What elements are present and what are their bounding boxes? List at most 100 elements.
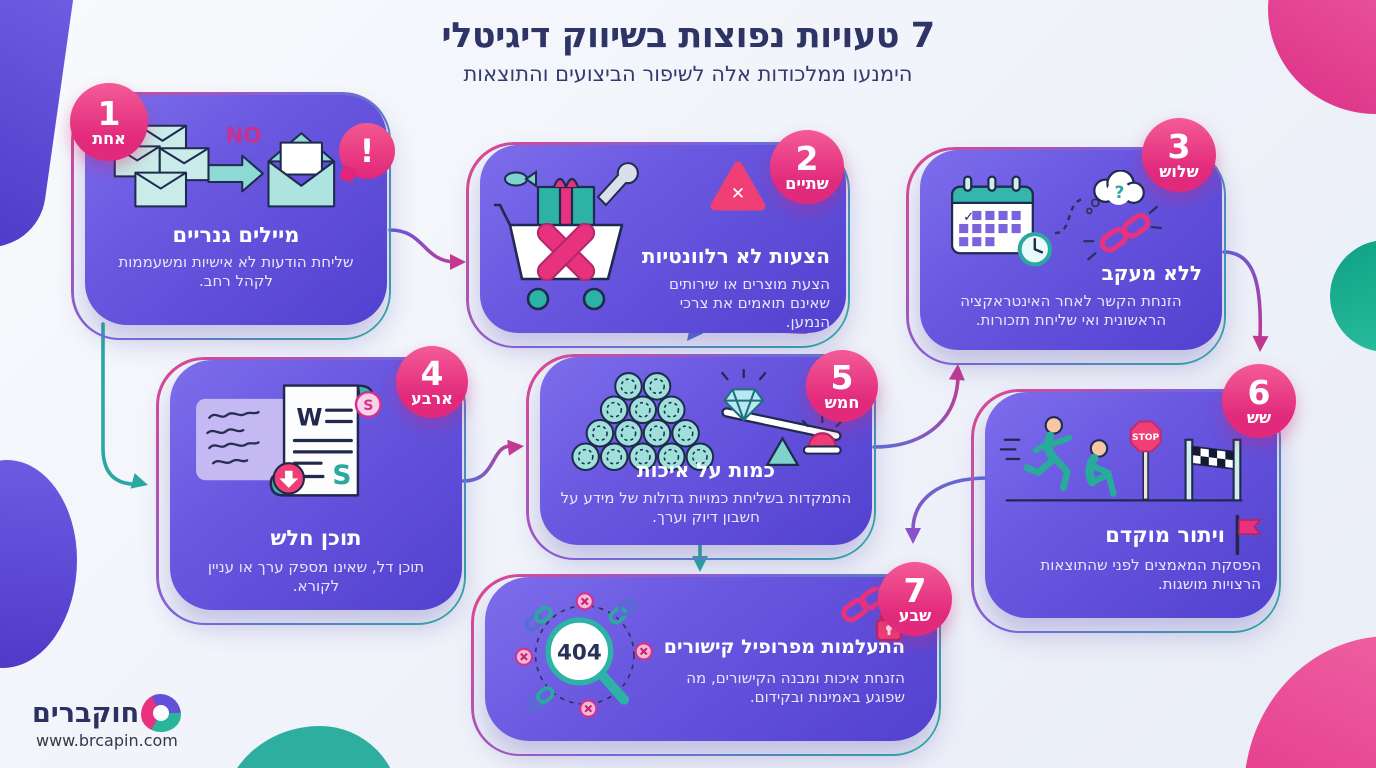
card-desc: הצעת מוצרים או שירותים שאינם תואמים את צ… xyxy=(668,275,830,331)
brand-logo: חוקברים xyxy=(32,694,182,732)
card-title: מיילים גנריים xyxy=(172,223,300,247)
card-title: כמות על איכות xyxy=(637,458,775,482)
cross-x-icon xyxy=(536,222,596,282)
card-generic-emails: NO ! מיילים גנריים שליחת הודעות לא אישיו… xyxy=(71,92,395,340)
svg-text:S: S xyxy=(363,398,373,414)
card-desc: שליחת הודעות לא אישיות ומשעממות לקהל רחב… xyxy=(118,253,354,290)
page-title: 7 טעויות נפוצות בשיווק דיגיטלי xyxy=(441,16,935,56)
link-audit-illustration: 404 xyxy=(515,592,653,718)
connector-1-4 xyxy=(101,322,134,486)
coins-scale-illustration xyxy=(571,369,843,471)
diamond-icon xyxy=(723,388,765,422)
card-outline xyxy=(971,389,1281,633)
siren-icon xyxy=(801,413,843,455)
download-circle-icon xyxy=(272,462,305,495)
coin-pyramid-icon xyxy=(571,372,715,471)
exclaim-glyph: ! xyxy=(359,132,375,170)
badge-5: 5 חמש xyxy=(806,350,878,422)
stop-sign-icon: STOP xyxy=(1129,420,1162,501)
decor-blob-bottom-left xyxy=(0,460,77,668)
badge-1: 1 אחת xyxy=(70,83,148,161)
connector-1-2 xyxy=(388,228,458,264)
thought-cloud-icon xyxy=(1093,170,1145,205)
brand-url[interactable]: www.brcapin.com xyxy=(36,731,178,750)
card-quantity-over-quality: כמות על איכות התמקדות בשליחת כמויות גדול… xyxy=(526,354,876,560)
card-link-profile: 404 התעלמות מפרופיל קישורים הזנחת איכות … xyxy=(471,574,941,756)
badge-number: 3 xyxy=(1167,127,1191,166)
connector-5-3 xyxy=(872,376,960,449)
fish-icon xyxy=(504,170,537,188)
connector-4-5 xyxy=(461,444,512,483)
badge-number: 6 xyxy=(1247,373,1271,412)
card-desc: התמקדות בשליחת כמויות גדולות של מידע על … xyxy=(560,489,852,526)
seesaw-icon xyxy=(721,407,842,467)
badge-number: 5 xyxy=(830,358,854,397)
exclamation-bubble-icon: ! xyxy=(339,123,395,179)
x-node-icon xyxy=(515,592,653,718)
letter-w: W xyxy=(296,403,322,431)
stop-label: STOP xyxy=(1132,433,1160,443)
no-label: NO xyxy=(225,124,261,149)
cross-glyph: ✕ xyxy=(731,184,745,204)
check-glyph: ✓ xyxy=(963,210,974,225)
calendar-grid xyxy=(959,210,1021,247)
envelope-stack-icon xyxy=(113,124,210,208)
decor-blob-bottom-right xyxy=(1244,636,1376,768)
badge-number: 1 xyxy=(97,94,121,133)
warning-triangle-icon: ✕ xyxy=(710,161,766,211)
badge-7: 7 שבע xyxy=(878,562,952,636)
card-desc: תוכן דל, שאינו מספק ערך או עניין לקורא. xyxy=(207,558,425,595)
calendar-illustration: ✓ ? xyxy=(950,170,1162,267)
decor-circle-right xyxy=(1330,240,1376,352)
badge-word: שש xyxy=(1246,408,1272,427)
badge-word: אחת xyxy=(92,129,126,148)
badge-4: 4 ארבע xyxy=(396,346,468,418)
brand-name: חוקברים xyxy=(32,697,140,729)
card-title: ללא מעקב xyxy=(1101,261,1202,285)
card-desc: הזנחת איכות ומבנה הקישורים, מה שפוגע באמ… xyxy=(686,669,905,706)
document-illustration: W S S xyxy=(196,384,382,497)
card-irrelevant-offers: ✕ הצעות לא רלוונטיות הצעת מוצרים או שירו… xyxy=(466,142,850,348)
badge-number: 2 xyxy=(795,139,819,178)
card-title: התעלמות מפרופיל קישורים xyxy=(663,636,905,658)
card-title: ויתור מוקדם xyxy=(1105,522,1225,547)
speed-lines xyxy=(999,438,1021,461)
badge-number: 7 xyxy=(903,571,927,610)
badge-word: ארבע xyxy=(411,389,453,408)
badge-2: 2 שתיים xyxy=(770,130,844,204)
decor-blob-bottom xyxy=(222,726,400,768)
notes-pad-icon xyxy=(196,398,293,481)
card-early-giveup: STOP ויתור מוקדם הפסקת המאמצים לפני שהתו… xyxy=(971,389,1281,633)
spark-lines xyxy=(1083,205,1162,261)
badge-6: 6 שש xyxy=(1222,364,1296,438)
runner-icon xyxy=(1023,416,1073,492)
wrench-icon xyxy=(596,162,639,207)
badge-word: שלוש xyxy=(1159,162,1199,181)
clock-icon xyxy=(1017,232,1052,267)
connector-3-6 xyxy=(1222,250,1263,340)
badge-word: שבע xyxy=(898,606,932,625)
cart-illustration xyxy=(494,162,639,311)
open-envelope-icon xyxy=(267,132,336,208)
sitting-figure-icon xyxy=(1085,439,1117,497)
sparkle-lines xyxy=(721,369,767,381)
network-ring xyxy=(534,605,635,705)
chain-link-icon xyxy=(524,598,637,713)
emails-illustration: NO xyxy=(113,124,336,208)
shekel-badge-icon: S xyxy=(354,390,382,419)
broken-chain-icon xyxy=(1099,212,1151,253)
badge-word: שתיים xyxy=(785,174,829,193)
question-glyph: ? xyxy=(1115,183,1125,203)
brand-mark-icon xyxy=(141,694,182,732)
dashed-path xyxy=(1054,197,1084,235)
magnifier-icon: 404 xyxy=(545,617,629,705)
not-found-label: 404 xyxy=(557,640,602,665)
card-weak-content: W S S תוכן חלש תוכן דל, שאינו מספק ערך א… xyxy=(156,357,466,625)
letter-s: S xyxy=(332,460,351,491)
badge-word: חמש xyxy=(824,393,860,412)
text-lines xyxy=(292,408,353,465)
race-illustration: STOP xyxy=(999,416,1243,502)
flag-icon xyxy=(1235,514,1263,556)
finish-line-icon xyxy=(1184,438,1242,502)
card-title: תוכן חלש xyxy=(270,526,362,550)
